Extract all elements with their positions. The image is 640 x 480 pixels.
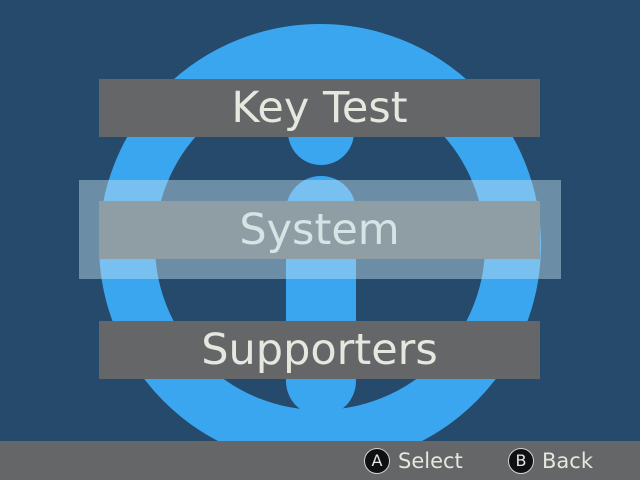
menu-item-supporters[interactable]: Supporters xyxy=(99,321,540,379)
button-hint-bar: A Select B Back xyxy=(0,441,640,480)
menu-item-key-test[interactable]: Key Test xyxy=(99,79,540,137)
menu-item-label: System xyxy=(239,205,400,255)
b-button-icon: B xyxy=(508,447,534,474)
menu-item-label: Key Test xyxy=(231,83,408,133)
menu-item-label: Supporters xyxy=(201,325,438,375)
back-hint-label: Back xyxy=(542,448,593,473)
a-button-icon: A xyxy=(364,447,390,474)
select-hint-label: Select xyxy=(398,448,463,473)
selection-highlight xyxy=(79,180,561,279)
select-hint[interactable]: A Select xyxy=(364,441,463,480)
menu-item-system[interactable]: System xyxy=(99,201,540,259)
back-hint[interactable]: B Back xyxy=(508,441,593,480)
